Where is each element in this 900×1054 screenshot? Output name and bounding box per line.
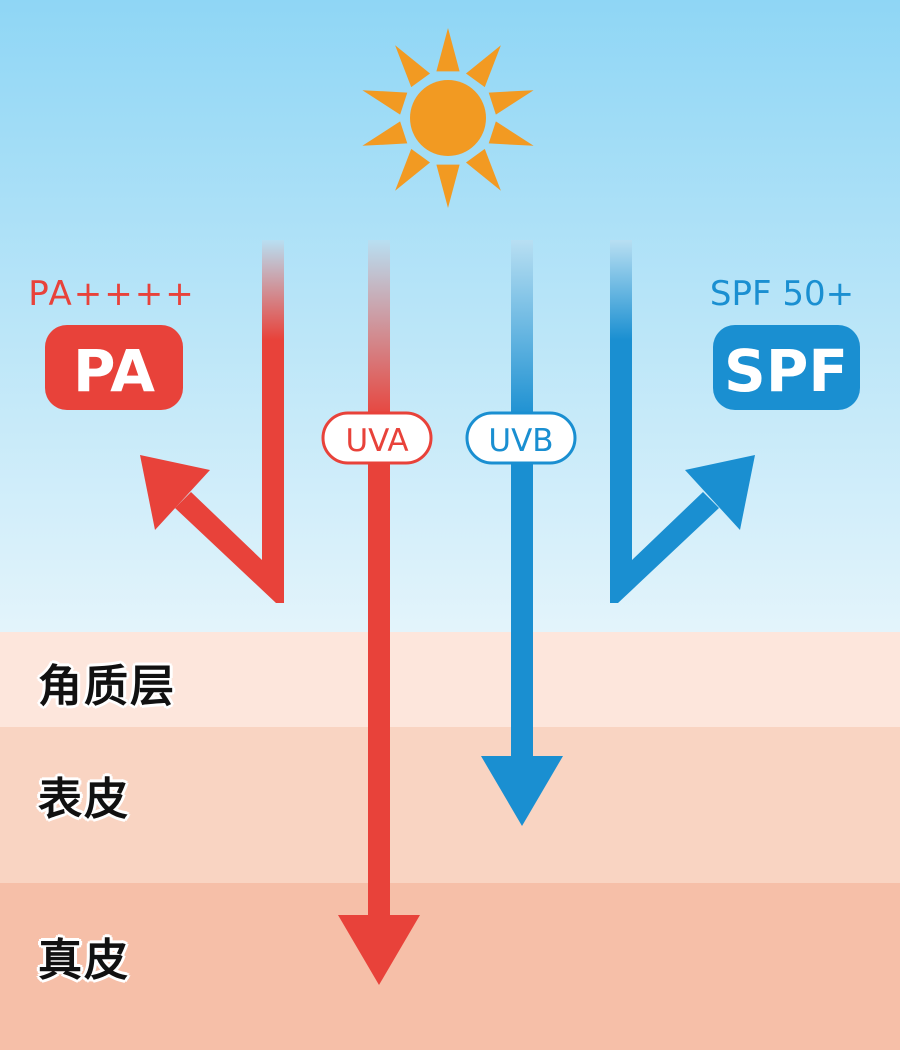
sun-ray bbox=[465, 45, 501, 88]
sun-ray bbox=[395, 45, 431, 88]
spf-rating-text: SPF 50+ bbox=[710, 274, 854, 314]
dermis-layer bbox=[0, 883, 900, 1050]
uva-label: UVA bbox=[321, 411, 433, 465]
sun-ray bbox=[436, 164, 460, 208]
uva-penetrating-arrow bbox=[338, 240, 420, 985]
sun-ray bbox=[362, 121, 408, 146]
sun-ray bbox=[395, 148, 431, 191]
pa-badge-text: PA bbox=[73, 337, 155, 405]
sun-ray bbox=[488, 90, 534, 115]
sun-rays bbox=[362, 28, 534, 208]
uvb-label: UVB bbox=[465, 411, 577, 465]
uvb-label-text: UVB bbox=[488, 423, 553, 459]
spf-badge-text: SPF bbox=[724, 337, 848, 405]
pa-rating-text: PA++++ bbox=[28, 274, 196, 314]
sun-ray bbox=[465, 148, 501, 191]
uvb-reflected-arrow bbox=[610, 240, 755, 603]
epidermis-label: 表皮 bbox=[38, 774, 130, 825]
stratum-corneum-label: 角质层 bbox=[38, 661, 176, 712]
stratum-corneum-layer bbox=[0, 632, 900, 727]
sun-ray bbox=[362, 90, 408, 115]
sun-ray bbox=[436, 28, 460, 72]
uva-reflected-arrow bbox=[140, 240, 284, 603]
pa-badge: PA bbox=[45, 325, 183, 410]
uvb-penetrating-arrow bbox=[481, 240, 563, 826]
epidermis-layer bbox=[0, 727, 900, 883]
sun-ray bbox=[488, 121, 534, 146]
spf-badge: SPF bbox=[713, 325, 860, 410]
dermis-label: 真皮 bbox=[38, 935, 130, 986]
sun-icon bbox=[362, 28, 534, 208]
uva-label-text: UVA bbox=[345, 423, 408, 459]
